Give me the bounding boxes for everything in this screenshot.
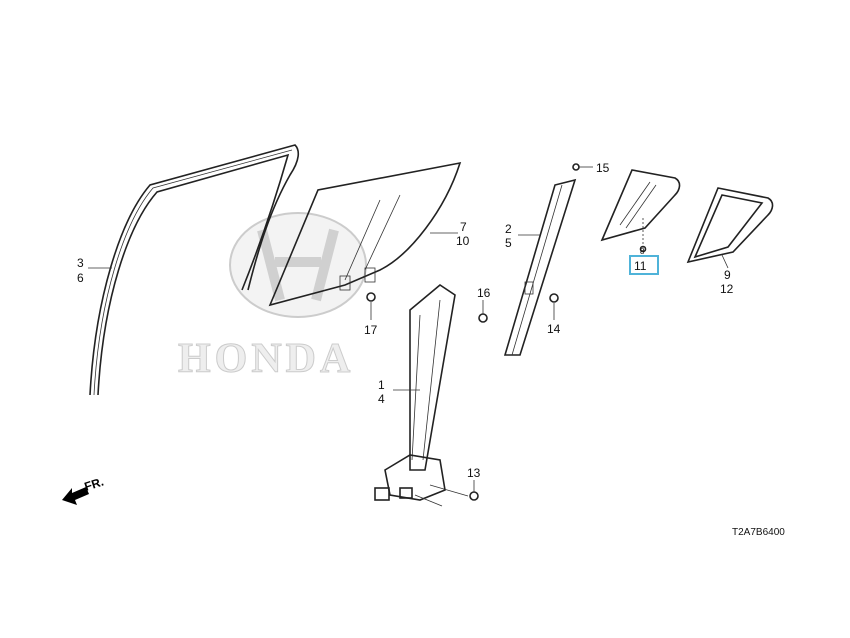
bolt-17 [366, 292, 376, 302]
highlight-box-11 [629, 255, 659, 275]
honda-watermark: HONDA [178, 212, 367, 383]
glass-bracket-b [364, 267, 376, 283]
label-16: 16 [477, 286, 491, 300]
label-7: 7 [460, 220, 467, 234]
leader-lines [88, 166, 729, 507]
quarter-weatherstrip [686, 187, 774, 264]
part-labels: 3 6 7 10 15 2 5 8 11 9 12 16 17 14 1 4 1… [77, 161, 734, 480]
bolt-13 [469, 491, 479, 501]
center-sash [503, 178, 577, 356]
label-14: 14 [547, 322, 561, 336]
fasteners [366, 163, 647, 501]
label-8: 8 [640, 247, 645, 256]
front-direction-indicator: FR. [62, 475, 105, 505]
label-11: 11 [634, 259, 647, 273]
label-15: 15 [596, 161, 610, 175]
bolt-14 [549, 293, 559, 303]
run-channel-front [89, 144, 300, 396]
nut-16 [478, 313, 488, 323]
diagram-code: T2A7B6400 [732, 527, 785, 538]
glass-bracket-a [339, 275, 351, 291]
label-17: 17 [364, 323, 378, 337]
door-glass [268, 161, 462, 307]
label-12: 12 [720, 282, 734, 296]
front-label: FR. [83, 475, 106, 494]
arrow-left-icon [62, 487, 89, 505]
label-4: 4 [378, 392, 385, 406]
label-13: 13 [467, 466, 481, 480]
label-1: 1 [378, 378, 385, 392]
label-2: 2 [505, 222, 512, 236]
label-10: 10 [456, 234, 470, 248]
window-regulator [374, 284, 456, 501]
label-5: 5 [505, 236, 512, 250]
label-3: 3 [77, 256, 84, 270]
quarter-glass [600, 169, 681, 242]
label-9: 9 [724, 268, 731, 282]
label-6: 6 [77, 271, 84, 285]
honda-wordmark: HONDA [178, 336, 354, 382]
